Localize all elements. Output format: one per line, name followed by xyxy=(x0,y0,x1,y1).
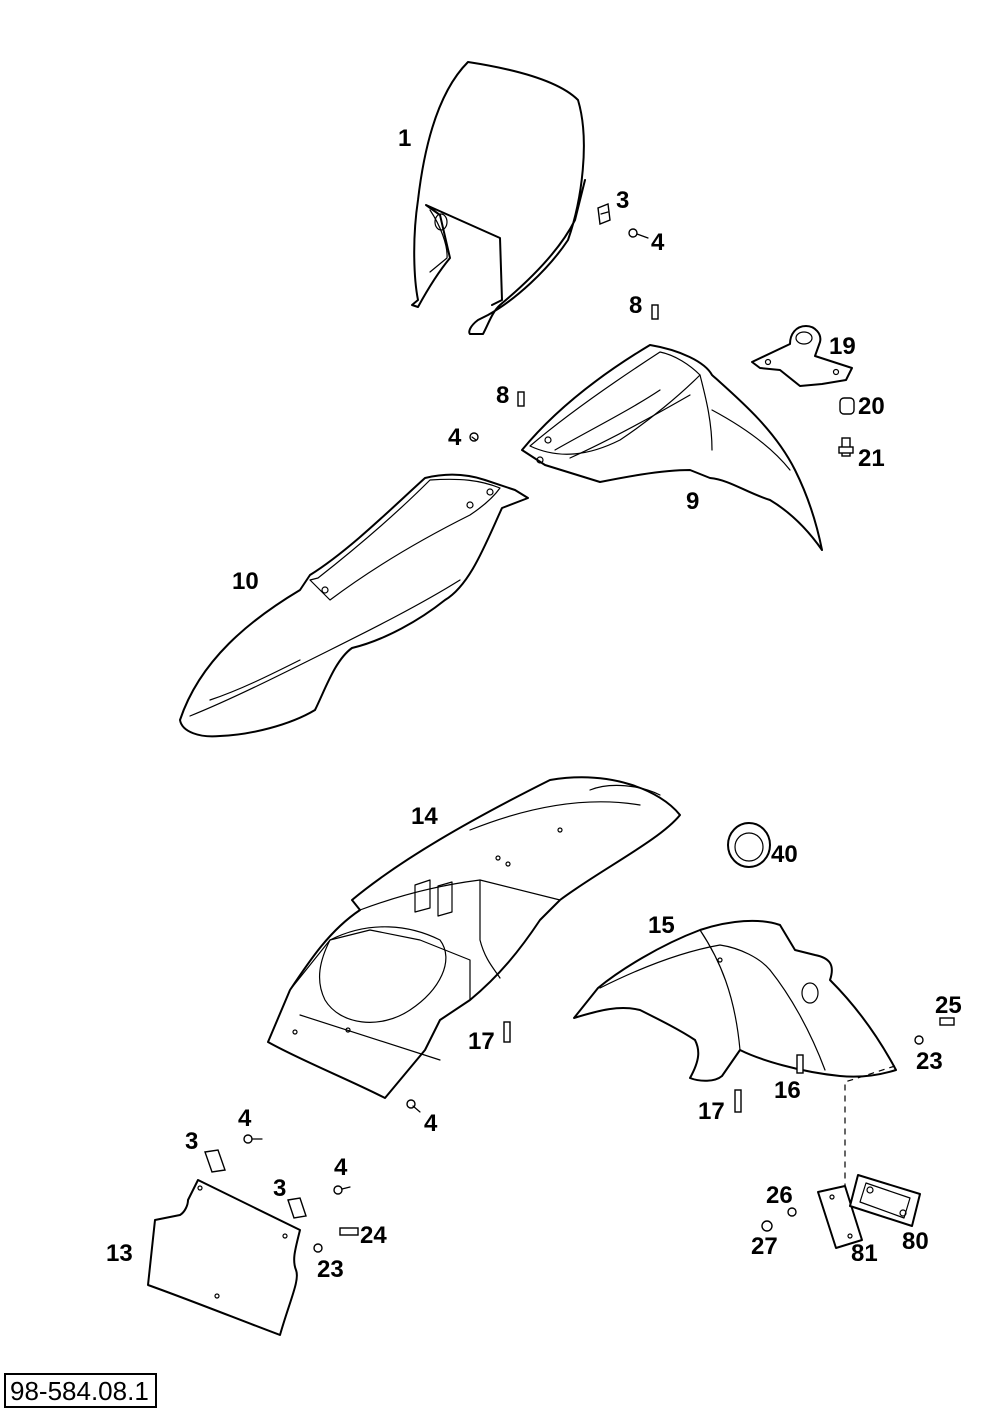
callout-16: 16 xyxy=(774,1077,801,1104)
part-17-screw-b xyxy=(734,1089,742,1113)
part-13-plate-holder xyxy=(147,1179,301,1336)
callout-17: 17 xyxy=(698,1098,725,1125)
callout-13: 13 xyxy=(106,1240,133,1267)
callout-9: 9 xyxy=(686,488,699,515)
part-26-washer xyxy=(787,1207,797,1217)
callout-3: 3 xyxy=(273,1175,286,1202)
part-15-rear-fender xyxy=(573,919,897,1082)
callout-14: 14 xyxy=(411,803,438,830)
callout-15: 15 xyxy=(648,912,675,939)
callout-4: 4 xyxy=(334,1154,348,1181)
callout-40: 40 xyxy=(771,841,798,868)
callout-24: 24 xyxy=(360,1222,387,1249)
callout-1: 1 xyxy=(398,125,411,152)
callout-10: 10 xyxy=(232,568,259,595)
part-14-rear-fender xyxy=(267,776,681,1099)
part-20-rubber xyxy=(839,397,855,415)
drawing-number: 98-584.08.1 xyxy=(4,1373,157,1408)
part-3-clip-top xyxy=(597,203,611,225)
callout-4: 4 xyxy=(448,424,462,451)
part-3-clip-left xyxy=(204,1149,226,1173)
part-80-license-light xyxy=(849,1174,921,1227)
callout-80: 80 xyxy=(902,1228,929,1255)
callout-23: 23 xyxy=(916,1048,943,1075)
callout-17: 17 xyxy=(468,1028,495,1055)
callout-8: 8 xyxy=(629,292,642,319)
part-4-screw-top xyxy=(628,228,649,239)
part-81-bracket xyxy=(817,1185,863,1249)
callout-23: 23 xyxy=(317,1256,344,1283)
callout-26: 26 xyxy=(766,1182,793,1209)
part-16-screw xyxy=(796,1054,804,1074)
part-8-screw-top xyxy=(651,304,659,320)
callout-25: 25 xyxy=(935,992,962,1019)
callout-20: 20 xyxy=(858,393,885,420)
callout-27: 27 xyxy=(751,1233,778,1260)
part-23-washer-left xyxy=(313,1243,323,1253)
part-9-front-fender xyxy=(521,344,823,551)
part-4-screw-left xyxy=(243,1134,263,1144)
part-40-grommet xyxy=(727,822,771,868)
part-23-washer-right xyxy=(914,1035,924,1045)
callout-3: 3 xyxy=(185,1128,198,1155)
callout-19: 19 xyxy=(829,333,856,360)
part-10-fender xyxy=(179,473,529,738)
part-1-headlight-mask xyxy=(411,61,586,335)
callout-81: 81 xyxy=(851,1240,878,1267)
part-25-screw xyxy=(939,1017,955,1026)
part-8-screw-mid xyxy=(517,391,525,407)
callout-4: 4 xyxy=(238,1105,252,1132)
callout-3: 3 xyxy=(616,187,629,214)
part-24-screw xyxy=(339,1227,359,1236)
callout-21: 21 xyxy=(858,445,885,472)
part-4-screw-lower xyxy=(406,1099,421,1113)
part-17-screw-a xyxy=(503,1021,511,1043)
part-3-clip-right xyxy=(287,1197,307,1219)
callout-4: 4 xyxy=(424,1110,438,1137)
part-21-screw xyxy=(838,437,854,457)
callout-8: 8 xyxy=(496,382,509,409)
part-19-bracket xyxy=(751,325,853,387)
callout-labels: 1 3 4 8 19 8 20 4 21 9 10 14 40 15 25 17… xyxy=(106,125,962,1283)
part-4-screw-mid xyxy=(469,432,479,442)
callout-4: 4 xyxy=(651,229,665,256)
part-4-screw-right xyxy=(333,1185,351,1195)
part-27-nut xyxy=(761,1220,773,1232)
connection-line xyxy=(844,1065,896,1210)
